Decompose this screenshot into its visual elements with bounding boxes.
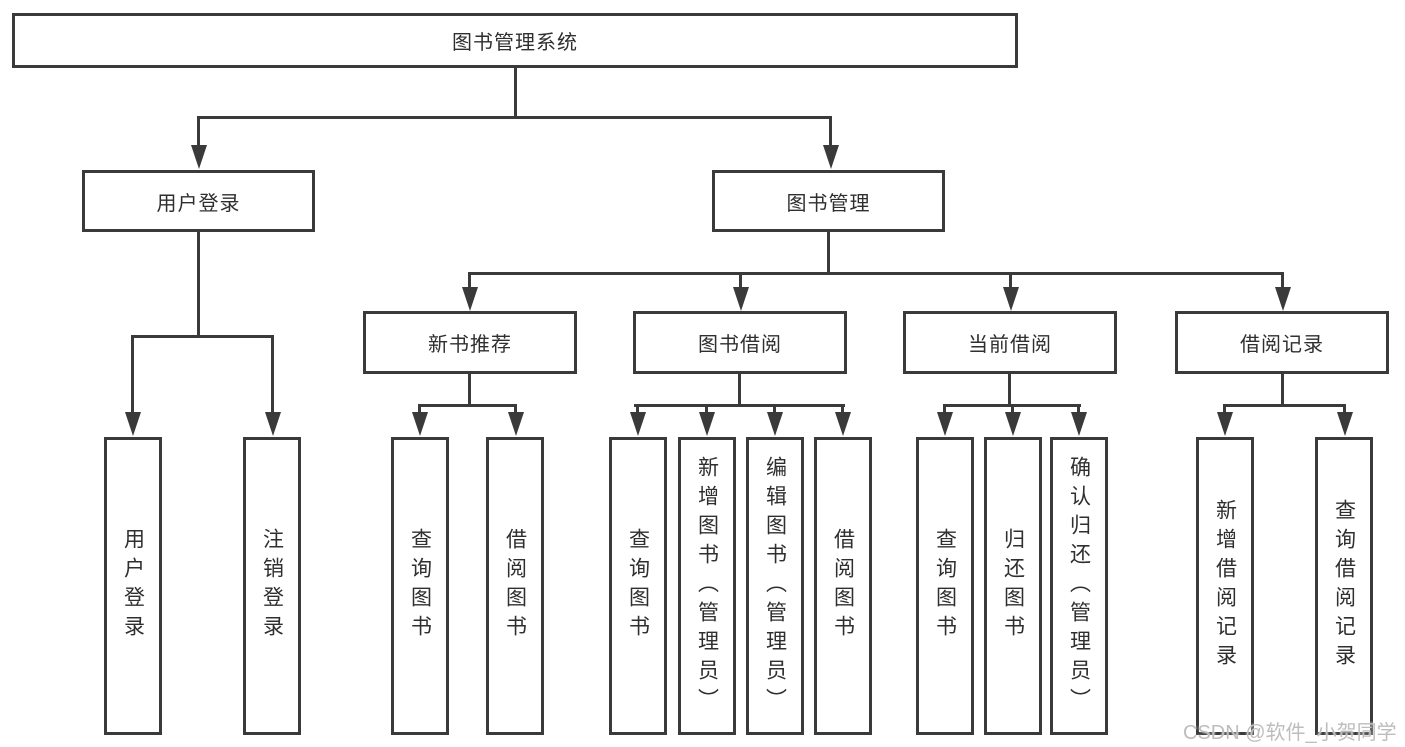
connector-to-leaf <box>943 404 946 416</box>
leaf-user-login: 用户登录 <box>104 437 162 735</box>
connector-to-leaf <box>1077 404 1080 416</box>
leaf-borrow-books-recommend: 借阅图书 <box>486 437 544 735</box>
node-book-borrow-label: 图书借阅 <box>698 334 782 356</box>
connector-stem <box>1008 374 1011 407</box>
connector-to-leaf <box>1223 404 1226 416</box>
leaf-label: 新增图书（管理员） <box>695 455 719 717</box>
connector-level3-bar <box>468 272 1284 275</box>
leaf-label: 查询图书 <box>408 528 432 644</box>
leaf-label: 借阅图书 <box>503 528 527 644</box>
connector-to-leaf <box>773 404 776 416</box>
arrow-down-icon <box>1275 287 1291 311</box>
connector-to-book-borrow <box>739 272 742 291</box>
leaf-logout: 注销登录 <box>243 437 301 735</box>
leaf-label: 借阅图书 <box>831 528 855 644</box>
arrow-down-icon <box>125 412 141 436</box>
connector-leaf-bar <box>1223 404 1346 407</box>
connector-stem <box>468 374 471 407</box>
arrow-down-icon <box>1071 412 1087 436</box>
connector-to-leaf <box>131 335 134 415</box>
connector-user-login-stem <box>197 232 200 338</box>
leaf-edit-books-admin: 编辑图书（管理员） <box>746 437 804 735</box>
connector-to-leaf <box>705 404 708 416</box>
leaf-label: 注销登录 <box>260 528 284 644</box>
connector-to-book-management <box>829 116 832 150</box>
node-current-borrow: 当前借阅 <box>903 311 1117 374</box>
leaf-confirm-return-admin: 确认归还（管理员） <box>1050 437 1108 735</box>
arrow-down-icon <box>1217 412 1233 436</box>
node-current-borrow-label: 当前借阅 <box>968 334 1052 356</box>
arrow-down-icon <box>265 412 281 436</box>
connector-stem <box>1281 374 1284 407</box>
connector-level2-bar <box>197 116 832 119</box>
arrow-down-icon <box>1003 287 1019 311</box>
node-book-management: 图书管理 <box>712 170 945 232</box>
node-library-system-label: 图书管理系统 <box>452 32 578 54</box>
arrow-down-icon <box>508 412 524 436</box>
connector-to-leaf <box>418 404 421 416</box>
node-new-book-recommend: 新书推荐 <box>363 311 577 374</box>
arrow-down-icon <box>412 412 428 436</box>
connector-stem <box>738 374 741 407</box>
connector-to-leaf <box>514 404 517 416</box>
connector-to-leaf <box>1011 404 1014 416</box>
leaf-query-borrow-record: 查询借阅记录 <box>1315 437 1373 735</box>
connector-to-current-borrow <box>1009 272 1012 291</box>
connector-leaf-bar <box>418 404 517 407</box>
arrow-down-icon <box>767 412 783 436</box>
leaf-return-books: 归还图书 <box>984 437 1042 735</box>
node-user-login: 用户登录 <box>82 170 315 232</box>
leaf-add-borrow-record: 新增借阅记录 <box>1196 437 1254 735</box>
arrow-down-icon <box>733 287 749 311</box>
connector-book-mgmt-stem <box>827 232 830 275</box>
leaf-borrow-books: 借阅图书 <box>814 437 872 735</box>
node-book-management-label: 图书管理 <box>786 192 871 215</box>
arrow-down-icon <box>1005 412 1021 436</box>
node-new-book-recommend-label: 新书推荐 <box>428 334 512 356</box>
node-borrow-records-label: 借阅记录 <box>1240 334 1324 356</box>
leaf-query-books-borrow: 查询图书 <box>609 437 667 735</box>
leaf-label: 确认归还（管理员） <box>1067 455 1091 717</box>
arrow-down-icon <box>835 412 851 436</box>
csdn-watermark: CSDN @软件_小贺同学 <box>1183 722 1397 744</box>
arrow-down-icon <box>823 145 839 169</box>
leaf-label: 归还图书 <box>1001 528 1025 644</box>
leaf-label: 编辑图书（管理员） <box>763 455 787 717</box>
leaf-query-books-current: 查询图书 <box>916 437 974 735</box>
arrow-down-icon <box>699 412 715 436</box>
node-borrow-records: 借阅记录 <box>1175 311 1389 374</box>
connector-to-new-book <box>468 272 471 291</box>
connector-leaf-bar <box>634 404 845 407</box>
arrow-down-icon <box>191 145 207 169</box>
arrow-down-icon <box>462 287 478 311</box>
connector-to-leaf <box>841 404 844 416</box>
leaf-label: 新增借阅记录 <box>1213 499 1237 673</box>
arrow-down-icon <box>1337 412 1353 436</box>
connector-to-borrow-records <box>1281 272 1284 291</box>
leaf-label: 查询图书 <box>626 528 650 644</box>
leaf-add-books-admin: 新增图书（管理员） <box>678 437 736 735</box>
connector-to-leaf <box>271 335 274 415</box>
leaf-label: 查询借阅记录 <box>1332 499 1356 673</box>
arrow-down-icon <box>630 412 646 436</box>
leaf-label: 查询图书 <box>933 528 957 644</box>
arrow-down-icon <box>937 412 953 436</box>
leaf-query-books-recommend: 查询图书 <box>391 437 449 735</box>
connector-to-leaf <box>636 404 639 416</box>
connector-user-login-bar <box>131 335 274 338</box>
connector-root-stem <box>514 67 517 118</box>
connector-to-user-login <box>197 116 200 150</box>
connector-to-leaf <box>1343 404 1346 416</box>
node-library-system: 图书管理系统 <box>12 13 1018 68</box>
node-user-login-label: 用户登录 <box>156 192 241 215</box>
node-book-borrow: 图书借阅 <box>633 311 847 374</box>
leaf-label: 用户登录 <box>121 528 145 644</box>
